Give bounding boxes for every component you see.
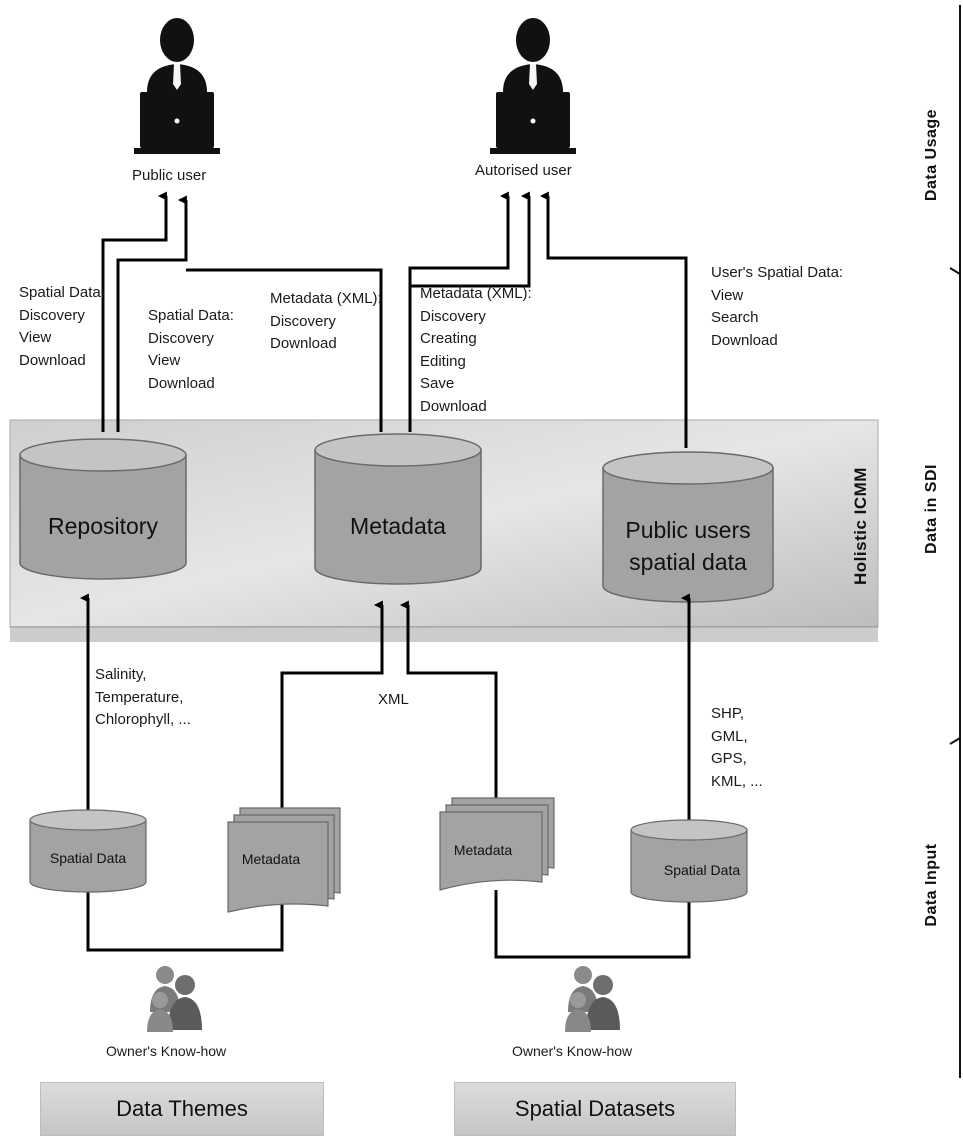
spatial-data-left-label: Spatial Data [49, 850, 127, 866]
repository-label: Repository [48, 513, 158, 539]
metadata-right-label: Metadata [453, 842, 513, 858]
metadata-documents-right [439, 797, 555, 891]
data-themes-box: Data Themes [40, 1082, 324, 1136]
metadata-xml-label-1: Metadata (XML): Discovery Download [270, 290, 382, 352]
spatial-data-label-1: Spatial Data: Discovery View Download [19, 284, 105, 369]
public-users-db-label: Public users spatial data [625, 517, 751, 575]
formats-label: SHP, GML, GPS, KML, ... [711, 705, 763, 790]
metadata-documents-left [227, 807, 341, 913]
public-user-icon [134, 18, 220, 154]
spatial-data-right-cylinder [630, 819, 748, 903]
data-in-sdi-label: Data in SDI [923, 464, 940, 554]
usage-connectors [101, 191, 688, 448]
metadata-db-label: Metadata [350, 513, 446, 539]
user-spatial-data-label: User's Spatial Data: View Search Downloa… [711, 264, 844, 349]
public-user-label: Public user [132, 167, 207, 184]
repository-database [19, 438, 187, 580]
owner-group-icon-right [565, 966, 620, 1032]
public-users-database [602, 451, 774, 603]
xml-label: XML [378, 691, 409, 708]
spatial-data-right-label: Spatial Data [663, 862, 741, 878]
owner-knowhow-right: Owner's Know-how [512, 1043, 633, 1059]
metadata-database [314, 433, 482, 585]
spatial-data-left-cylinder [29, 809, 147, 893]
owner-knowhow-left: Owner's Know-how [106, 1043, 227, 1059]
themes-variables-label: Salinity, Temperature, Chlorophyll, ... [95, 666, 191, 728]
band-axis [949, 5, 961, 1078]
metadata-xml-label-2: Metadata (XML): Discovery Creating Editi… [420, 285, 532, 415]
authorised-user-label: Autorised user [475, 162, 572, 179]
metadata-left-label: Metadata [241, 851, 301, 867]
data-usage-label: Data Usage [923, 108, 940, 202]
sdi-band-shadow [10, 626, 878, 642]
holistic-icmm-label: Holistic ICMM [851, 467, 870, 585]
data-input-label: Data Input [923, 843, 940, 927]
input-connectors [79, 593, 691, 959]
owner-group-icon-left [147, 966, 202, 1032]
authorised-user-icon [490, 18, 576, 154]
spatial-data-label-2: Spatial Data: Discovery View Download [148, 307, 234, 392]
spatial-datasets-box: Spatial Datasets [454, 1082, 736, 1136]
